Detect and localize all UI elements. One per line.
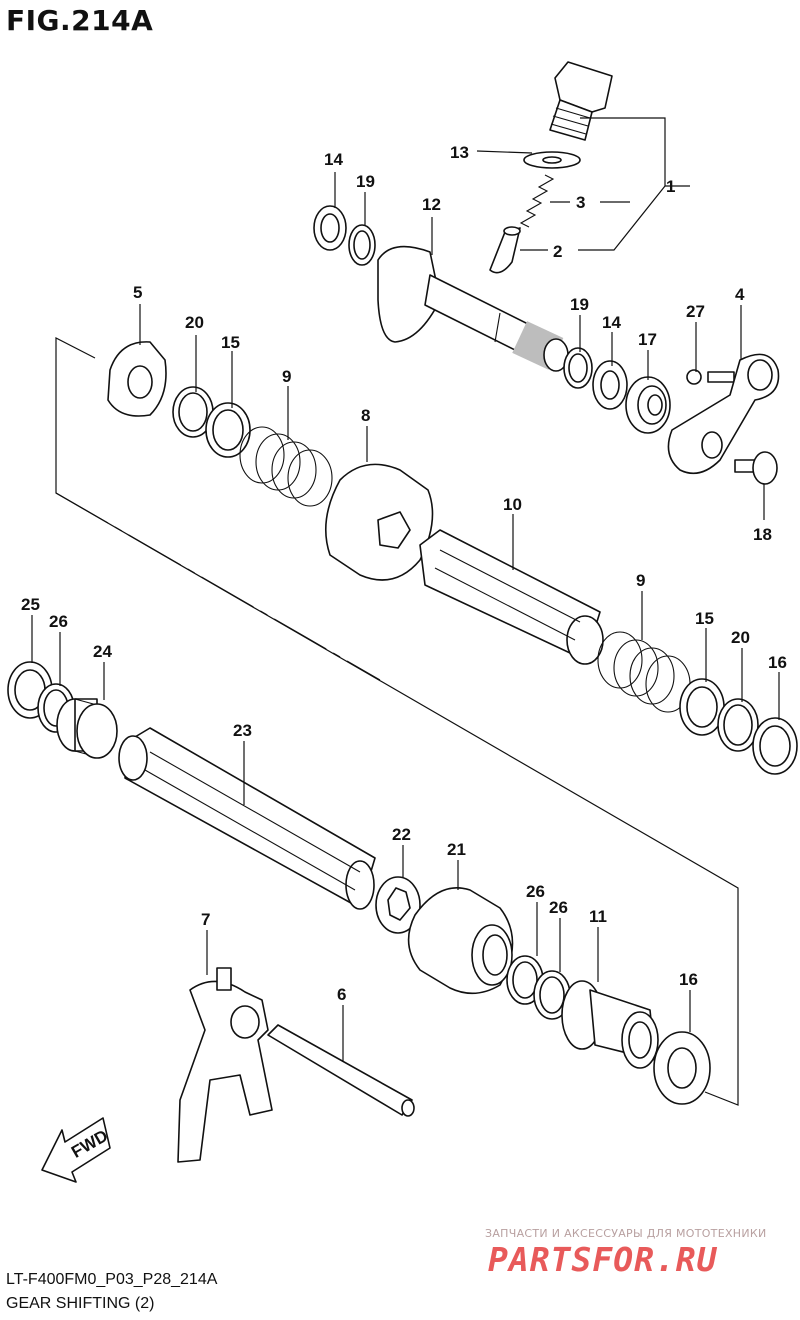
part-circlip-26c — [533, 970, 571, 1020]
part-circlip-20b — [717, 698, 759, 752]
callout-14b: 14 — [602, 313, 621, 332]
callout-15b: 15 — [695, 609, 714, 628]
part-shift-shaft-12 — [377, 245, 569, 372]
fwd-arrow: FWD — [41, 1117, 111, 1183]
callout-26c: 26 — [549, 898, 568, 917]
callout-26a: 26 — [49, 612, 68, 631]
callout-6: 6 — [337, 985, 346, 1004]
part-washer-16b — [653, 1031, 711, 1105]
part-circlip-19a — [348, 224, 376, 266]
callout-13: 13 — [450, 143, 469, 162]
callout-9b: 9 — [636, 571, 645, 590]
callout-15a: 15 — [221, 333, 240, 352]
callout-4: 4 — [735, 285, 745, 304]
callout-23: 23 — [233, 721, 252, 740]
part-washer-15a — [205, 402, 251, 458]
callout-9a: 9 — [282, 367, 291, 386]
part-spring-9a — [239, 426, 333, 507]
part-spring-3 — [519, 174, 555, 228]
part-cam-8 — [324, 463, 434, 581]
part-circlip-20a — [172, 386, 214, 438]
drawing-code: LT-F400FM0_P03_P28_214A — [6, 1271, 218, 1288]
callout-7: 7 — [201, 910, 210, 929]
callout-12: 12 — [422, 195, 441, 214]
part-bearing-24 — [56, 698, 118, 759]
watermark-tagline: ЗАПЧАСТИ И АКСЕССУАРЫ ДЛЯ МОТОТЕХНИКИ — [485, 1227, 767, 1240]
part-washer-14a — [313, 205, 347, 251]
callout-3: 3 — [576, 193, 585, 212]
callout-2: 2 — [553, 242, 562, 261]
part-circlip-19b — [563, 347, 593, 389]
watermark-logo: PARTSFOR.RU — [488, 1240, 718, 1279]
callout-16b: 16 — [679, 970, 698, 989]
part-washer-15b — [679, 678, 725, 736]
leader-lines — [31, 117, 780, 1062]
callout-5: 5 — [133, 283, 142, 302]
callout-labels: 14 19 12 13 3 1 2 5 20 15 9 8 19 14 17 2… — [21, 143, 787, 1004]
part-pin-2 — [489, 226, 521, 274]
part-bushing-11 — [561, 980, 659, 1069]
part-bolt-27 — [686, 369, 735, 385]
part-washer-13 — [523, 151, 581, 169]
part-gear-5 — [107, 341, 167, 417]
part-shaft-10 — [419, 529, 604, 665]
callout-16a: 16 — [768, 653, 787, 672]
part-plate-22 — [375, 876, 421, 934]
callout-25: 25 — [21, 595, 40, 614]
callout-17: 17 — [638, 330, 657, 349]
callout-14a: 14 — [324, 150, 343, 169]
callout-11: 11 — [589, 907, 607, 926]
part-spring-9b — [597, 631, 691, 713]
figure-title: FIG.214A — [6, 4, 154, 37]
callout-18: 18 — [753, 525, 772, 544]
callout-8: 8 — [361, 406, 370, 425]
callout-19b: 19 — [570, 295, 589, 314]
callout-19a: 19 — [356, 172, 375, 191]
callout-20b: 20 — [731, 628, 750, 647]
drawing-name: GEAR SHIFTING (2) — [6, 1295, 155, 1312]
callout-24: 24 — [93, 642, 112, 661]
callout-27: 27 — [686, 302, 705, 321]
callout-26b: 26 — [526, 882, 545, 901]
part-drum-21 — [407, 886, 514, 995]
part-washer-14b — [592, 360, 628, 410]
part-arm-4 — [667, 353, 780, 475]
callout-21: 21 — [447, 840, 466, 859]
frame-lines — [55, 337, 739, 1106]
callout-22: 22 — [392, 825, 411, 844]
part-washer-16a — [752, 717, 798, 775]
part-bearing-17 — [625, 376, 671, 434]
part-bolt-18 — [734, 451, 778, 485]
part-fork-7 — [177, 967, 273, 1163]
callout-1: 1 — [666, 177, 675, 196]
callout-20a: 20 — [185, 313, 204, 332]
callout-10: 10 — [503, 495, 522, 514]
part-shaft-23 — [118, 727, 376, 910]
part-bolt — [549, 61, 613, 141]
part-rod-6 — [267, 1024, 415, 1117]
